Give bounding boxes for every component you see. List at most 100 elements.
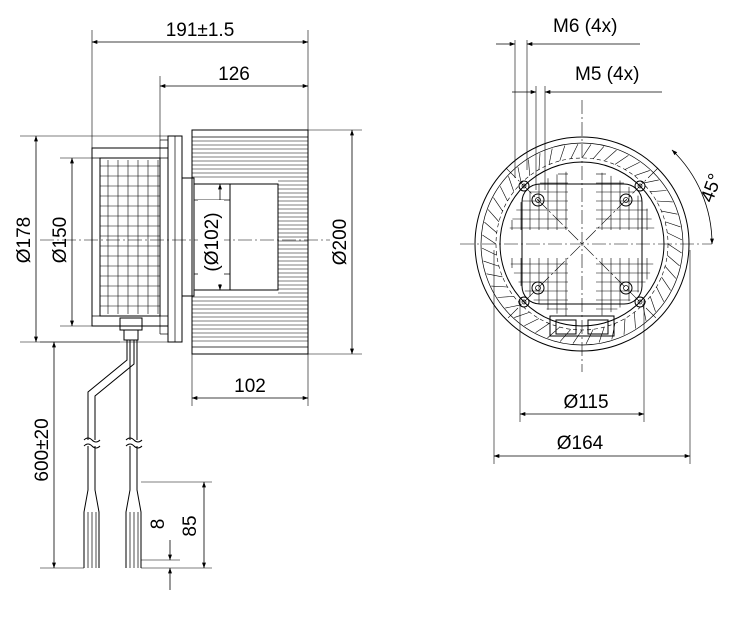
front-blade bbox=[667, 232, 683, 241]
dim-strip-lengths: 8 85 bbox=[141, 481, 212, 590]
impeller bbox=[191, 129, 309, 355]
mounting-holes bbox=[518, 180, 646, 308]
front-blade bbox=[604, 149, 617, 162]
front-blade bbox=[499, 186, 508, 202]
front-blade bbox=[493, 197, 503, 212]
m6-hole-inner bbox=[637, 299, 643, 305]
dim-cable-length: 600±20 bbox=[32, 341, 120, 569]
overall-length-label: 191±1.5 bbox=[166, 20, 235, 41]
front-blade bbox=[481, 247, 497, 256]
dim-overall-length: 191±1.5 bbox=[91, 20, 309, 148]
front-blade bbox=[656, 200, 673, 203]
front-blade bbox=[614, 155, 629, 165]
front-blade bbox=[491, 285, 508, 288]
m5-hole-icon bbox=[619, 281, 633, 295]
cables bbox=[83, 340, 143, 568]
dim-thread-m5: M5 (4x) bbox=[512, 64, 662, 190]
angle-label: 45° bbox=[697, 171, 727, 205]
bolt-circle-small-label: Ø115 bbox=[563, 392, 608, 413]
dim-rotor-length: 126 bbox=[159, 64, 309, 140]
front-blade bbox=[664, 221, 681, 228]
front-blade bbox=[528, 159, 530, 176]
front-blade bbox=[508, 176, 515, 192]
front-blade bbox=[634, 170, 650, 177]
m5-hole-inner bbox=[535, 285, 541, 291]
front-blade bbox=[585, 329, 594, 345]
front-blade bbox=[486, 273, 503, 278]
m5-hole-icon bbox=[531, 193, 545, 207]
m6-hole-icon bbox=[518, 296, 530, 308]
front-blade bbox=[623, 318, 626, 335]
bolt-circle-large-label: Ø164 bbox=[557, 433, 604, 454]
dim-flange-dia: Ø150 bbox=[50, 157, 92, 327]
cable-length-label: 600±20 bbox=[32, 418, 53, 481]
front-blade bbox=[483, 260, 500, 267]
m6-hole-inner bbox=[521, 299, 527, 305]
dim-thread-m6: M6 (4x) bbox=[496, 16, 640, 178]
cable-gland bbox=[119, 317, 143, 341]
hub-dia-label: (Ø102) bbox=[202, 212, 223, 271]
strip-short-label: 8 bbox=[148, 519, 169, 530]
front-blade bbox=[538, 153, 541, 170]
front-blade bbox=[650, 190, 667, 192]
dim-angle: 45° bbox=[671, 149, 727, 245]
impeller-dia-label: Ø200 bbox=[330, 219, 351, 265]
side-view: 191±1.5 126 Ø178 Ø150 (Ø102) bbox=[14, 20, 362, 590]
m5-hole-inner bbox=[535, 197, 541, 203]
front-blade bbox=[535, 323, 550, 333]
front-blade bbox=[581, 144, 592, 159]
front-blade bbox=[667, 254, 680, 267]
front-blade bbox=[487, 209, 500, 222]
front-blade bbox=[559, 329, 572, 342]
diag-axis-1 bbox=[505, 167, 659, 321]
front-blade bbox=[649, 296, 656, 312]
dim-bolt-circle-large: Ø164 bbox=[493, 250, 691, 464]
flange-dia-label: Ø150 bbox=[50, 217, 71, 263]
thread-m6-label: M6 (4x) bbox=[553, 16, 617, 37]
front-blade bbox=[482, 234, 497, 245]
front-blade bbox=[642, 179, 659, 184]
dim-impeller-dia: Ø200 bbox=[308, 129, 362, 355]
m5-hole-inner bbox=[623, 285, 629, 291]
dim-hub-dia: (Ø102) bbox=[198, 183, 224, 291]
front-blade bbox=[667, 243, 682, 254]
dim-bolt-circle-small: Ø115 bbox=[519, 300, 645, 422]
hub bbox=[229, 183, 279, 291]
front-blade bbox=[524, 318, 540, 327]
front-blade bbox=[570, 143, 579, 159]
front-blade bbox=[572, 329, 583, 344]
m5-hole-inner bbox=[623, 197, 629, 203]
m6-hole-icon bbox=[518, 180, 530, 192]
impeller-width-label: 102 bbox=[234, 376, 266, 397]
front-blade bbox=[598, 326, 605, 343]
front-blade bbox=[661, 276, 671, 291]
m6-hole-inner bbox=[637, 183, 643, 189]
front-blade bbox=[661, 210, 678, 215]
motor-body bbox=[91, 139, 169, 335]
m6-hole-inner bbox=[521, 183, 527, 189]
front-blade bbox=[505, 304, 522, 309]
front-blade bbox=[656, 286, 665, 302]
front-blade bbox=[634, 312, 636, 329]
motor-cooling-fins bbox=[100, 160, 160, 314]
front-blade bbox=[497, 296, 514, 298]
front-blade bbox=[624, 161, 640, 170]
m5-hole-icon bbox=[619, 193, 633, 207]
diag-axis-2 bbox=[505, 167, 659, 321]
front-impeller-blades bbox=[481, 143, 683, 345]
housing-dia-label: Ø178 bbox=[14, 217, 35, 263]
front-blade bbox=[484, 221, 497, 234]
m5-hole-icon bbox=[531, 281, 545, 295]
front-blade bbox=[642, 304, 647, 321]
m6-hole-icon bbox=[634, 296, 646, 308]
m6-hole-icon bbox=[634, 180, 646, 192]
front-blade bbox=[664, 266, 677, 279]
front-blade bbox=[514, 311, 530, 318]
front-blade bbox=[548, 148, 553, 165]
front-blade bbox=[592, 146, 605, 159]
front-blade bbox=[517, 167, 522, 184]
front-blade bbox=[559, 145, 566, 162]
dim-housing-dia: Ø178 bbox=[14, 135, 168, 343]
rotor-length-label: 126 bbox=[218, 64, 250, 85]
